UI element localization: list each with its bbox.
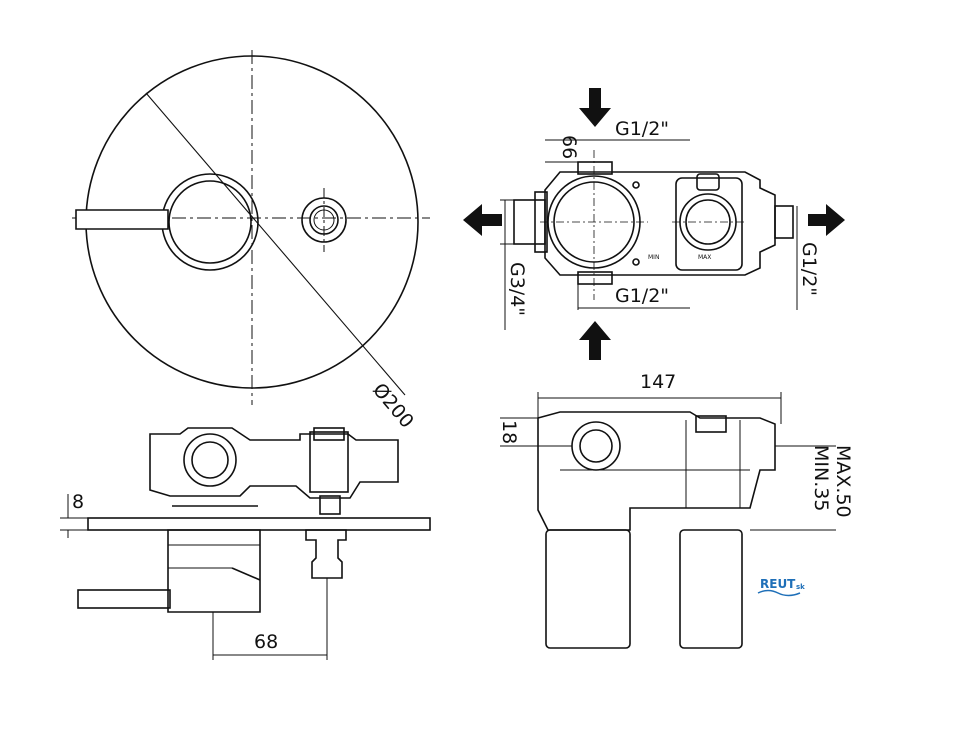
lever-handle	[75, 209, 169, 230]
side-diverter-cap	[313, 427, 345, 441]
dim-8-label: 8	[72, 491, 84, 513]
diverter-knob-inner	[309, 205, 339, 235]
arrow-up-bottom	[579, 321, 611, 360]
rear-valve-body	[537, 411, 776, 531]
arrow-down-top	[579, 88, 611, 127]
dim-max-label: MAX.50	[832, 445, 854, 518]
screw-top	[632, 181, 640, 189]
front-view	[72, 50, 430, 405]
side-diverter-top	[309, 431, 349, 493]
valve-body-outline	[544, 171, 776, 276]
side-stem	[319, 495, 341, 515]
diameter-label: Ø200	[368, 379, 418, 432]
dim-147-label: 147	[640, 371, 676, 393]
side-diverter-knob	[305, 529, 347, 579]
arrow-left	[463, 204, 502, 236]
cover-plate-side	[87, 517, 431, 531]
bottom-inlet-port	[577, 271, 613, 285]
diverter-knob-outer	[301, 197, 347, 243]
rear-cylinder-right	[679, 529, 743, 649]
thread-top-label: G1/2"	[615, 118, 669, 140]
thread-bottom-label: G1/2"	[615, 285, 669, 307]
handle-body	[167, 529, 261, 613]
logo-suffix: sk	[796, 583, 805, 591]
rear-diverter-cap	[695, 415, 727, 433]
diverter-inner	[685, 199, 731, 245]
rear-view	[500, 392, 836, 649]
handle-outer-ring	[161, 173, 259, 271]
dim-66-label: 66	[558, 135, 580, 159]
thread-left-label: G3/4"	[506, 262, 528, 316]
flow-arrows	[463, 88, 845, 360]
diverter-housing	[675, 177, 743, 271]
rear-port-inner	[579, 429, 613, 463]
diverter-knob-core	[313, 209, 335, 231]
max-mark: MAX	[698, 254, 711, 261]
thread-right-label: G1/2"	[798, 242, 820, 296]
dim-18-label: 18	[498, 420, 520, 444]
reut-logo: REUT sk	[757, 577, 805, 597]
logo-wave	[757, 589, 801, 597]
side-view	[60, 427, 431, 660]
side-valve-body	[149, 427, 399, 499]
top-view	[500, 139, 798, 330]
side-lever	[77, 589, 171, 609]
handle-inner-ring	[168, 180, 252, 264]
side-port-inner	[191, 441, 229, 479]
screw-bottom	[632, 258, 640, 266]
min-mark: MIN	[648, 254, 659, 261]
diameter-leader	[145, 92, 406, 396]
rear-cylinder-left	[545, 529, 631, 649]
side-port-outer	[183, 433, 237, 487]
right-outlet-stub	[774, 205, 794, 239]
dim-68-label: 68	[254, 631, 278, 653]
diverter-cap	[696, 173, 720, 191]
dim-min-label: MIN.35	[810, 445, 832, 511]
arrow-right	[808, 204, 845, 236]
logo-main: REUT	[760, 577, 796, 591]
handle-bevel	[231, 567, 261, 581]
